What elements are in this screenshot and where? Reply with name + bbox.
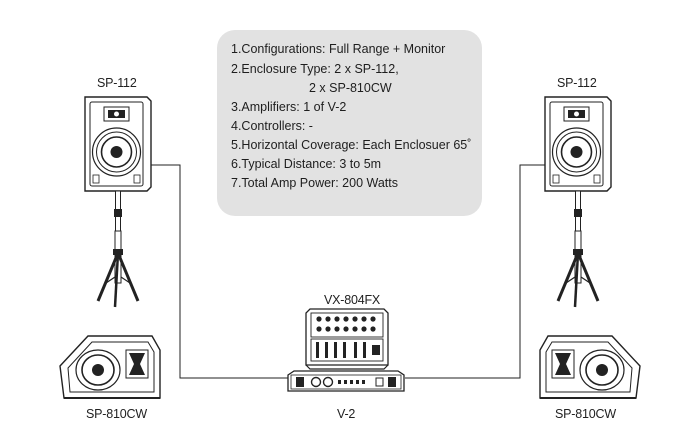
label-amplifier: V-2 <box>337 407 356 421</box>
spec-horizontal-coverage: 5.Horizontal Coverage: Each Enclosuer 65… <box>231 138 472 152</box>
spec-enclosure-type-cont: 2 x SP-810CW <box>309 81 392 95</box>
label-sp112-left: SP-112 <box>97 76 137 90</box>
spec-enclosure-type: 2.Enclosure Type: 2 x SP-112, <box>231 62 399 76</box>
mixer-icon <box>305 308 389 370</box>
label-sp810cw-left: SP-810CW <box>86 407 147 421</box>
sp112-right-speaker-icon <box>544 96 612 192</box>
tripod-left-stand-icon <box>96 189 140 309</box>
spec-amplifiers: 3.Amplifiers: 1 of V-2 <box>231 100 347 114</box>
label-sp810cw-right: SP-810CW <box>555 407 616 421</box>
label-mixer: VX-804FX <box>324 293 381 307</box>
label-sp112-right: SP-112 <box>557 76 597 90</box>
power-amplifier-icon <box>287 370 405 392</box>
spec-typical-distance: 6.Typical Distance: 3 to 5m <box>231 157 382 171</box>
tripod-right-stand-icon <box>556 189 600 309</box>
spec-configurations: 1.Configurations: Full Range + Monitor <box>231 42 446 56</box>
sp810cw-right-monitor-icon <box>539 335 641 399</box>
sp112-left-speaker-icon <box>84 96 152 192</box>
sp810cw-left-monitor-icon <box>59 335 161 399</box>
spec-total-amp-power: 7.Total Amp Power: 200 Watts <box>231 176 398 190</box>
spec-controllers: 4.Controllers: - <box>231 119 313 133</box>
spec-panel: 1.Configurations: Full Range + Monitor 2… <box>217 30 482 216</box>
